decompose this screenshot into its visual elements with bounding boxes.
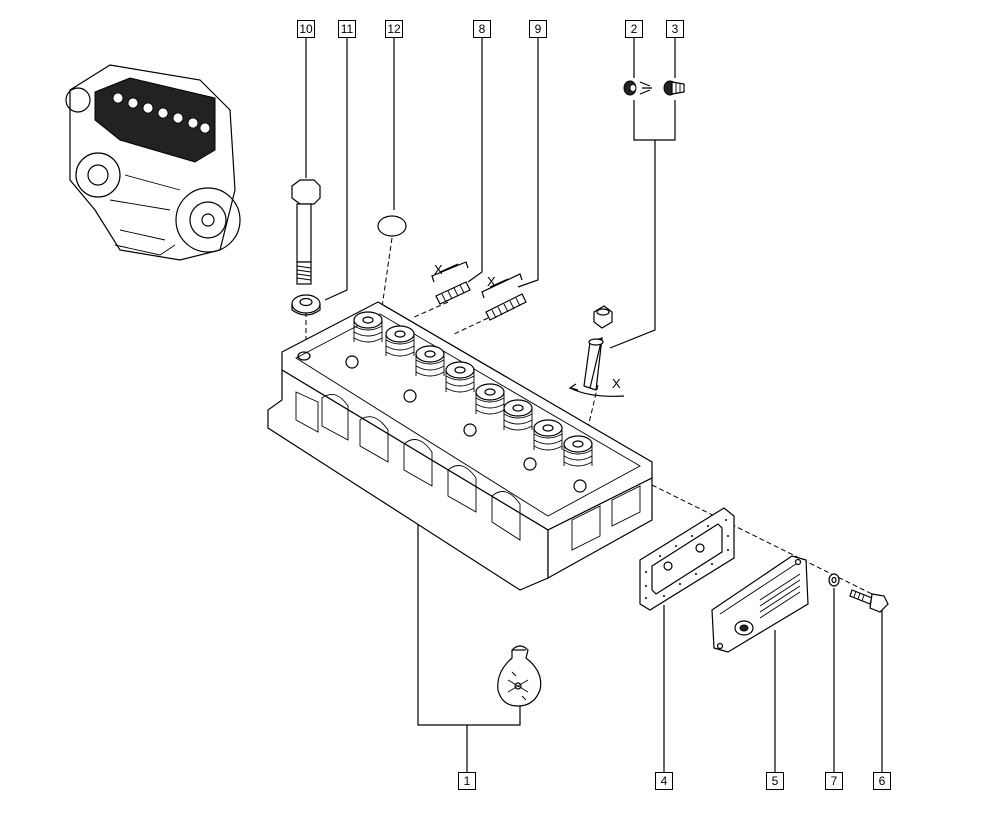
callout-1: 1: [458, 772, 476, 790]
washer-part-11: [291, 294, 321, 316]
valve-collets-part-2: [623, 80, 652, 96]
callout-7: 7: [825, 772, 843, 790]
bolt-part-6: [849, 589, 889, 613]
stud-part-9: [481, 273, 527, 321]
cylinder-head-part-1: [267, 301, 653, 591]
callout-2: 2: [625, 20, 643, 38]
dimension-label-x-guide: X: [612, 376, 621, 391]
valve-guide: [568, 305, 625, 397]
dimension-label-x-stud9: X: [487, 274, 496, 289]
callout-5: 5: [766, 772, 784, 790]
callout-8: 8: [473, 20, 491, 38]
callout-12: 12: [385, 20, 403, 38]
valve-stem-seal-part-3: [663, 80, 685, 96]
head-bolt-part-10: [291, 179, 321, 285]
o-ring-part-12: [377, 215, 407, 237]
parts-bag-icon: [497, 645, 542, 707]
leader-lines: [305, 38, 883, 772]
washer-part-7: [828, 573, 840, 587]
valve-springs: [353, 311, 593, 467]
gasket-part-4: [639, 507, 735, 611]
dimension-label-x-stud8: X: [434, 262, 443, 277]
cover-plate-part-5: [711, 555, 809, 653]
engine-overview-illustration: [65, 64, 241, 261]
callout-9: 9: [529, 20, 547, 38]
callout-6: 6: [873, 772, 891, 790]
callout-4: 4: [655, 772, 673, 790]
callout-10: 10: [297, 20, 315, 38]
stud-part-8: [431, 261, 471, 305]
callout-11: 11: [338, 20, 356, 38]
callout-3: 3: [666, 20, 684, 38]
